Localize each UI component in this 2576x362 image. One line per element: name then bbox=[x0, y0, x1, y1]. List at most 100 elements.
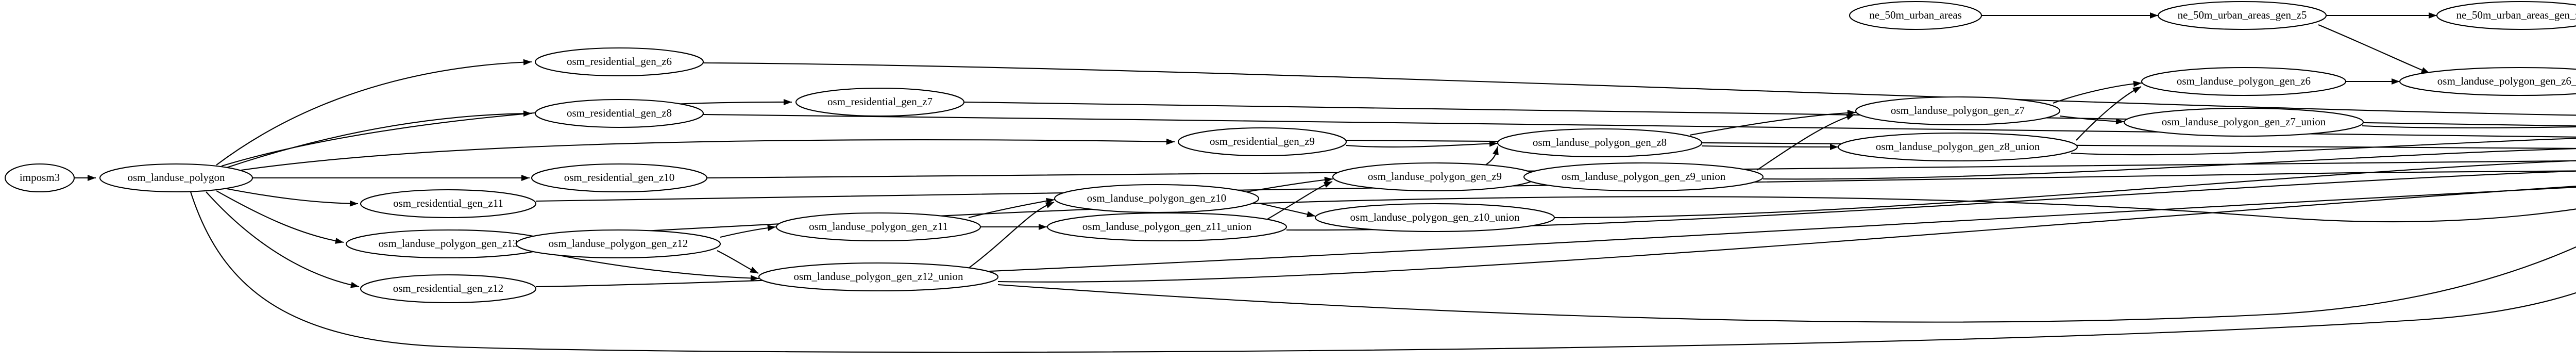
node-label: osm_landuse_polygon_gen_z11 bbox=[809, 220, 948, 233]
edge-arrowhead bbox=[350, 282, 359, 288]
edge-arrowhead bbox=[1045, 202, 1054, 208]
edge-path bbox=[190, 191, 2576, 353]
node-shape[interactable] bbox=[1314, 203, 1555, 233]
node-label: osm_landuse_polygon_gen_z13 bbox=[379, 237, 518, 250]
node-label: osm_landuse_polygon_gen_z9_union bbox=[1562, 170, 1726, 183]
node-osm_residential_gen_z9[interactable]: osm_residential_gen_z9 bbox=[1177, 127, 1347, 157]
node-shape[interactable] bbox=[1855, 96, 2061, 126]
node-shape[interactable] bbox=[1849, 1, 1982, 30]
node-imposm3[interactable]: imposm3 bbox=[4, 163, 75, 193]
node-label: ne_50m_urban_areas bbox=[1869, 9, 1962, 21]
edge-arrowhead bbox=[1039, 224, 1047, 230]
node-shape[interactable] bbox=[1837, 132, 2078, 162]
edge-osm_landuse_polygon_gen_z12_union-to-osm_landuse_polygon_gen_z10 bbox=[968, 202, 1055, 269]
node-shape[interactable] bbox=[534, 47, 704, 77]
node-label: osm_residential_gen_z8 bbox=[567, 107, 672, 119]
node-shape[interactable] bbox=[2123, 107, 2364, 137]
node-osm_landuse_polygon_gen_z10[interactable]: osm_landuse_polygon_gen_z10 bbox=[1054, 184, 1260, 213]
edge-arrowhead bbox=[1324, 176, 1333, 183]
node-osm_landuse_polygon_gen_z11[interactable]: osm_landuse_polygon_gen_z11 bbox=[775, 212, 981, 242]
edge-path bbox=[206, 191, 360, 288]
node-osm_landuse_polygon_gen_z10_union[interactable]: osm_landuse_polygon_gen_z10_union bbox=[1314, 203, 1555, 233]
node-osm_residential_gen_z12[interactable]: osm_residential_gen_z12 bbox=[360, 274, 537, 304]
edge-path bbox=[997, 186, 2576, 283]
node-shape[interactable] bbox=[4, 163, 75, 193]
node-osm_landuse_polygon_gen_z6[interactable]: osm_landuse_polygon_gen_z6 bbox=[2141, 67, 2347, 96]
node-label: osm_landuse_polygon_gen_z6_union bbox=[2437, 75, 2576, 87]
node-osm_landuse_polygon_gen_z12[interactable]: osm_landuse_polygon_gen_z12 bbox=[515, 229, 721, 259]
node-osm_residential_gen_z11[interactable]: osm_residential_gen_z11 bbox=[360, 189, 537, 219]
node-osm_residential_gen_z8[interactable]: osm_residential_gen_z8 bbox=[534, 98, 704, 128]
edge-osm_landuse_polygon-to-osm_residential_gen_z11 bbox=[226, 188, 359, 207]
node-shape[interactable] bbox=[795, 87, 965, 117]
node-label: osm_landuse_polygon_gen_z8_union bbox=[1876, 140, 2040, 153]
edge-arrowhead bbox=[2115, 118, 2124, 125]
node-label: osm_landuse_polygon bbox=[128, 171, 225, 184]
node-shape[interactable] bbox=[534, 98, 704, 128]
node-label: osm_residential_gen_z7 bbox=[827, 95, 933, 108]
edge-osm_landuse_polygon_gen_z7-to-osm_landuse_polygon_gen_z6 bbox=[2053, 80, 2142, 104]
edge-ne_50m_urban_areas_gen_z5-to-osm_landuse_polygon_gen_z6_union bbox=[2318, 24, 2430, 74]
node-ne_50m_urban_areas[interactable]: ne_50m_urban_areas bbox=[1849, 1, 1982, 30]
edge-osm_landuse_polygon_gen_z8-to-osm_landuse_polygon_gen_z8_union bbox=[1701, 143, 1839, 150]
edge-path bbox=[997, 246, 2576, 323]
edge-path bbox=[1756, 113, 1855, 171]
node-osm_landuse_polygon_gen_z12_union[interactable]: osm_landuse_polygon_gen_z12_union bbox=[758, 262, 999, 292]
edge-arrowhead bbox=[767, 225, 776, 232]
node-shape[interactable] bbox=[99, 163, 253, 193]
edge-arrowhead bbox=[88, 175, 96, 181]
edge-path bbox=[1554, 160, 2576, 219]
edge-osm_landuse_polygon_gen_z11_union-to-osm_landuse_polygon_gen_z9 bbox=[1267, 181, 1333, 220]
edge-imposm3-to-osm_landuse_polygon bbox=[75, 175, 96, 181]
node-osm_landuse_polygon_gen_z11_union[interactable]: osm_landuse_polygon_gen_z11_union bbox=[1046, 212, 1287, 242]
node-shape[interactable] bbox=[775, 212, 981, 242]
node-osm_residential_gen_z10[interactable]: osm_residential_gen_z10 bbox=[531, 163, 708, 193]
edge-path bbox=[703, 62, 2576, 116]
edge-arrowhead bbox=[523, 59, 532, 65]
node-shape[interactable] bbox=[2157, 1, 2327, 30]
node-osm_landuse_polygon_gen_z6_union[interactable]: osm_landuse_polygon_gen_z6_union bbox=[2399, 67, 2576, 96]
node-shape[interactable] bbox=[2436, 1, 2576, 30]
node-osm_landuse_polygon_gen_z9_union[interactable]: osm_landuse_polygon_gen_z9_union bbox=[1523, 162, 1764, 192]
edge-path bbox=[1689, 111, 1856, 136]
edge-osm_landuse_polygon_gen_z12_union-to-layer_landuse_z13 bbox=[997, 246, 2576, 323]
node-osm_residential_gen_z6[interactable]: osm_residential_gen_z6 bbox=[534, 47, 704, 77]
edge-path bbox=[546, 252, 759, 279]
node-osm_landuse_polygon_gen_z8_union[interactable]: osm_landuse_polygon_gen_z8_union bbox=[1837, 132, 2078, 162]
node-shape[interactable] bbox=[1497, 128, 1703, 158]
node-label: osm_landuse_polygon_gen_z12 bbox=[549, 237, 688, 250]
node-shape[interactable] bbox=[1046, 212, 1287, 242]
node-shape[interactable] bbox=[360, 189, 537, 219]
node-shape[interactable] bbox=[2399, 67, 2576, 96]
edge-osm_landuse_polygon_gen_z11-to-osm_landuse_polygon_gen_z11_union bbox=[980, 224, 1047, 230]
edge-osm_landuse_polygon_gen_z7-to-osm_landuse_polygon_gen_z7_union bbox=[2059, 115, 2125, 125]
node-osm_landuse_polygon_gen_z9[interactable]: osm_landuse_polygon_gen_z9 bbox=[1332, 162, 1538, 192]
node-shape[interactable] bbox=[515, 229, 721, 259]
edge-osm_landuse_polygon-to-osm_residential_gen_z7 bbox=[221, 98, 792, 167]
edge-osm_landuse_polygon-to-osm_residential_gen_z8 bbox=[226, 110, 532, 168]
node-osm_landuse_polygon[interactable]: osm_landuse_polygon bbox=[99, 163, 253, 193]
node-osm_landuse_polygon_gen_z13[interactable]: osm_landuse_polygon_gen_z13 bbox=[345, 229, 551, 259]
node-shape[interactable] bbox=[758, 262, 999, 292]
node-shape[interactable] bbox=[1177, 127, 1347, 157]
node-osm_landuse_polygon_gen_z8[interactable]: osm_landuse_polygon_gen_z8 bbox=[1497, 128, 1703, 158]
edge-arrowhead bbox=[2392, 78, 2400, 85]
edge-osm_landuse_polygon_gen_z12-to-osm_landuse_polygon_gen_z11 bbox=[720, 225, 776, 238]
edge-path bbox=[226, 188, 359, 205]
node-shape[interactable] bbox=[360, 274, 537, 304]
edge-arrowhead bbox=[523, 110, 532, 117]
edge-path bbox=[241, 139, 1175, 171]
node-osm_landuse_polygon_gen_z7_union[interactable]: osm_landuse_polygon_gen_z7_union bbox=[2123, 107, 2364, 137]
node-osm_residential_gen_z7[interactable]: osm_residential_gen_z7 bbox=[795, 87, 965, 117]
node-ne_50m_urban_areas_gen_z5[interactable]: ne_50m_urban_areas_gen_z5 bbox=[2157, 1, 2327, 30]
node-label: osm_landuse_polygon_gen_z7 bbox=[1891, 104, 2025, 117]
node-ne_50m_urban_areas_gen_z4[interactable]: ne_50m_urban_areas_gen_z4 bbox=[2436, 1, 2576, 30]
node-shape[interactable] bbox=[1054, 184, 1260, 213]
edge-osm_landuse_polygon-to-osm_residential_gen_z10 bbox=[252, 175, 530, 181]
edge-path bbox=[2362, 125, 2576, 129]
node-shape[interactable] bbox=[2141, 67, 2347, 96]
node-shape[interactable] bbox=[1523, 162, 1764, 192]
node-osm_landuse_polygon_gen_z7[interactable]: osm_landuse_polygon_gen_z7 bbox=[1855, 96, 2061, 126]
node-shape[interactable] bbox=[531, 163, 708, 193]
edge-osm_landuse_polygon_gen_z6-to-osm_landuse_polygon_gen_z6_union bbox=[2346, 78, 2400, 85]
